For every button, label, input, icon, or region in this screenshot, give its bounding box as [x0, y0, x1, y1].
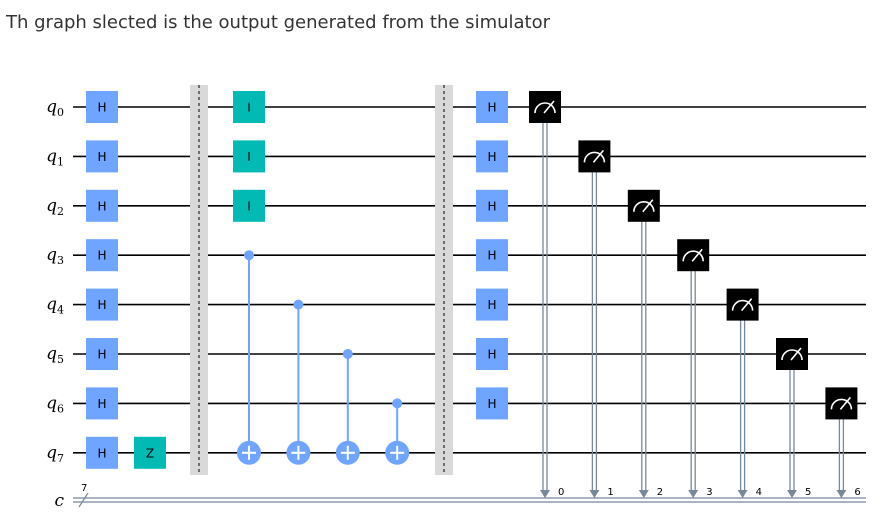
measure-bit-label: 6	[854, 487, 860, 498]
meter-icon	[583, 151, 606, 163]
measure-bit-label: 0	[558, 487, 564, 498]
measure-gate	[627, 189, 660, 222]
h-gate	[476, 140, 508, 173]
h-gate-label: H	[97, 348, 106, 362]
meter-needle-icon	[740, 298, 753, 312]
cnot-control-dot	[392, 398, 403, 409]
measure-gate	[825, 387, 858, 420]
measure-gate	[677, 239, 710, 272]
h-gate-label: H	[97, 298, 106, 312]
meter-needle-icon	[543, 100, 555, 114]
measure-gate	[776, 338, 808, 370]
measure-gate	[529, 91, 561, 123]
measure-arrow	[737, 490, 748, 498]
measure-gate	[578, 140, 611, 173]
qubit-label: q4	[46, 295, 64, 317]
measure-arrow	[688, 490, 699, 498]
measure-bit-label: 1	[607, 487, 613, 498]
h-gate-label: H	[487, 150, 496, 164]
h-gate-label: H	[97, 101, 106, 115]
h-gate	[86, 140, 118, 173]
h-gate	[86, 338, 118, 370]
h-gate	[476, 91, 508, 123]
h-gate	[476, 239, 508, 272]
h-gate-label: H	[97, 199, 106, 213]
identity-gate	[233, 189, 265, 222]
h-gate-label: H	[487, 348, 496, 362]
identity-gate-label: I	[247, 199, 251, 213]
meter-needle-icon	[691, 248, 703, 262]
h-gate	[476, 288, 508, 321]
h-gate-label: H	[487, 101, 496, 115]
qubit-label: q0	[46, 97, 64, 119]
measure-arrow	[540, 490, 550, 498]
measure-bit-label: 2	[657, 487, 663, 498]
qubit-label: q7	[46, 443, 64, 465]
classical-width-label: 7	[81, 483, 87, 494]
meter-needle-icon	[642, 199, 654, 213]
measure-arrow	[638, 490, 649, 498]
meter-icon	[830, 398, 853, 410]
h-gate-label: H	[487, 249, 496, 263]
meter-icon	[633, 201, 655, 212]
measure-arrow	[787, 490, 797, 498]
h-gate	[86, 387, 118, 420]
classical-label: c	[54, 491, 64, 511]
h-gate-label: H	[97, 446, 106, 460]
h-gate	[86, 436, 118, 469]
classical-slash	[78, 492, 89, 508]
identity-gate	[233, 140, 265, 173]
measure-arrow	[589, 490, 600, 498]
h-gate-label: H	[97, 249, 106, 263]
measure-bit-label: 3	[706, 487, 712, 498]
qubit-label: q2	[46, 196, 64, 218]
qubit-label: q3	[46, 245, 64, 267]
meter-needle-icon	[592, 149, 605, 163]
identity-gate	[233, 91, 265, 123]
h-gate	[86, 288, 118, 321]
measure-arrow	[836, 490, 847, 498]
h-gate-label: H	[97, 397, 106, 411]
meter-needle-icon	[839, 396, 852, 410]
cnot-control-dot	[293, 299, 304, 310]
h-gate-label: H	[487, 199, 496, 213]
qubit-label: q6	[46, 393, 64, 415]
meter-needle-icon	[790, 347, 802, 361]
h-gate-label: H	[97, 150, 106, 164]
qubit-label: q5	[46, 344, 64, 366]
h-gate	[86, 91, 118, 123]
identity-gate-label: I	[247, 150, 251, 164]
cnot-control-dot	[244, 250, 254, 261]
caption-text: Th graph slected is the output generated…	[6, 12, 551, 33]
h-gate-label: H	[487, 397, 496, 411]
h-gate	[86, 189, 118, 222]
measure-bit-label: 5	[805, 487, 811, 498]
identity-gate-label: I	[247, 101, 251, 115]
h-gate	[476, 189, 508, 222]
meter-icon	[731, 299, 754, 311]
h-gate	[86, 239, 118, 272]
meter-icon	[682, 250, 704, 262]
measure-bit-label: 4	[756, 487, 762, 498]
z-gate-label: Z	[146, 446, 154, 460]
h-gate	[476, 338, 508, 370]
qubit-label: q1	[46, 146, 64, 168]
h-gate-label: H	[487, 298, 496, 312]
z-gate	[134, 436, 166, 469]
measure-gate	[726, 288, 759, 321]
meter-icon	[781, 349, 803, 361]
meter-icon	[534, 102, 556, 114]
h-gate	[476, 387, 508, 420]
cnot-control-dot	[342, 349, 353, 359]
